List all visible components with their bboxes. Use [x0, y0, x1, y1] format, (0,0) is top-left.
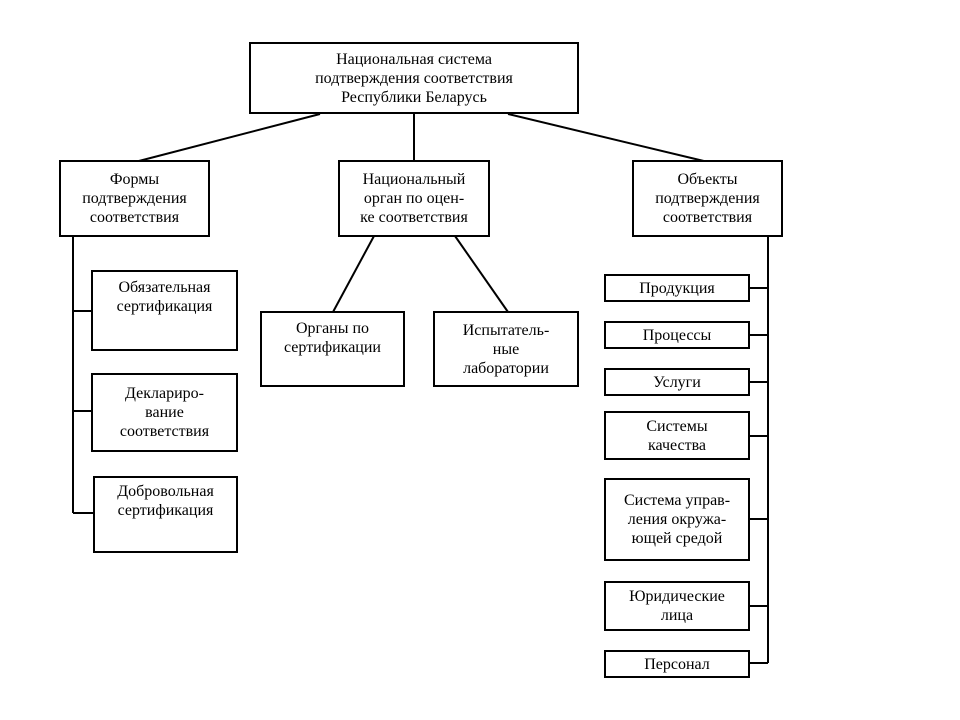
objects-item-label: Персонал	[644, 655, 710, 673]
organ-item-testing-laboratories: Испытатель- ные лаборатории	[433, 311, 579, 387]
root-node: Национальная система подтверждения соотв…	[249, 42, 579, 114]
connector-organ-right	[454, 235, 509, 313]
forms-item-mandatory-certification: Обязательная сертификация	[91, 270, 238, 351]
objects-item-label: Услуги	[653, 373, 701, 391]
objects-item-label: Продукция	[639, 279, 715, 297]
forms-item-label: Добровольная сертификация	[117, 483, 214, 519]
forms-item-label: Обязательная сертификация	[116, 279, 213, 315]
root-node-label: Национальная система подтверждения соотв…	[315, 50, 513, 106]
objects-item-label: Система управ- ления окружа- ющей средой	[623, 492, 731, 547]
objects-item-services: Услуги	[604, 368, 750, 396]
forms-node-label: Формы подтверждения соответствия	[82, 171, 187, 226]
organ-item-label: Испытатель- ные лаборатории	[462, 321, 550, 377]
objects-item-personnel: Персонал	[604, 650, 750, 678]
objects-item-legal-entities: Юридические лица	[604, 581, 750, 631]
objects-item-label: Системы качества	[646, 417, 708, 454]
organ-item-label: Органы по сертификации	[284, 320, 381, 356]
connector-root-objects	[507, 113, 709, 163]
forms-item-voluntary-certification: Добровольная сертификация	[93, 476, 238, 553]
forms-item-label: Деклариро- вание соответствия	[119, 385, 210, 440]
objects-item-label: Юридические лица	[629, 588, 725, 624]
objects-item-quality-systems: Системы качества	[604, 411, 750, 460]
objects-item-environmental-management: Система управ- ления окружа- ющей средой	[604, 478, 750, 561]
organ-item-certification-bodies: Органы по сертификации	[260, 311, 405, 387]
objects-item-label: Процессы	[642, 326, 712, 344]
connector-root-forms	[134, 113, 321, 163]
connector-organ-left	[332, 235, 375, 313]
objects-item-products: Продукция	[604, 274, 750, 302]
objects-node-label: Объекты подтверждения соответствия	[655, 171, 760, 226]
forms-node: Формы подтверждения соответствия	[59, 160, 210, 237]
organ-node-label: Национальный орган по оцен- ке соответст…	[360, 171, 468, 226]
forms-item-declaration: Деклариро- вание соответствия	[91, 373, 238, 452]
objects-node: Объекты подтверждения соответствия	[632, 160, 783, 237]
organ-node: Национальный орган по оцен- ке соответст…	[338, 160, 490, 237]
objects-item-processes: Процессы	[604, 321, 750, 349]
